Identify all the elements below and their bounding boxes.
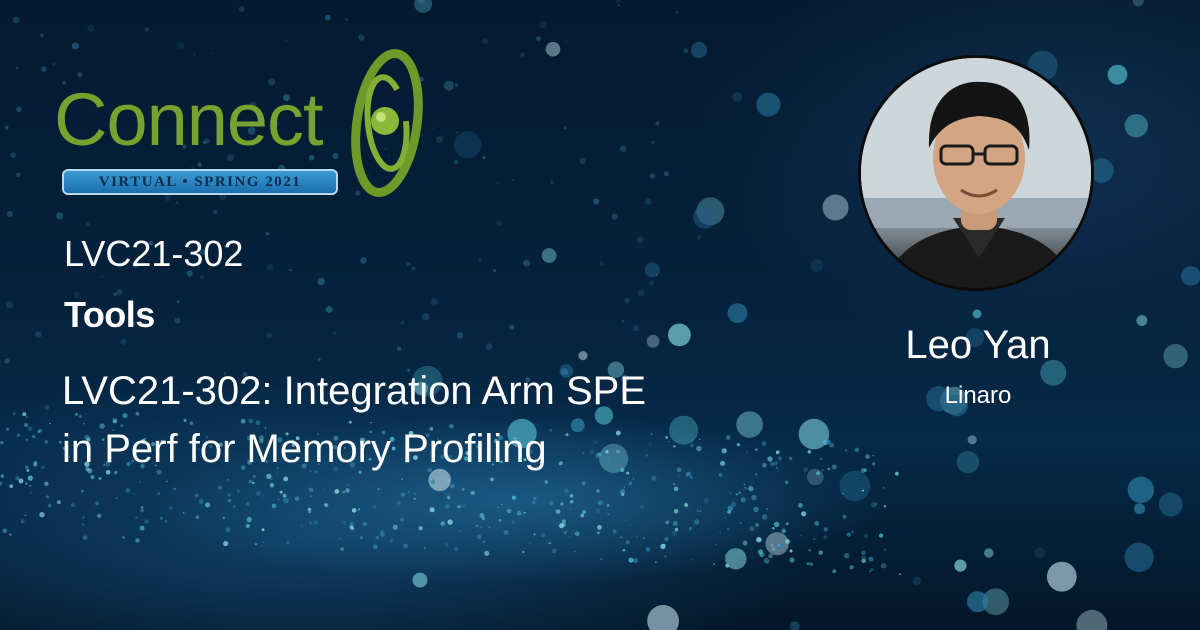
speaker-name: Leo Yan — [905, 323, 1051, 367]
logo-ring-icon — [351, 49, 423, 197]
connect-logo: Connect VIRTUAL • SPRING 2021 — [50, 45, 450, 205]
session-track: Tools — [64, 294, 155, 335]
logo-banner: VIRTUAL • SPRING 2021 — [62, 169, 338, 195]
speaker-photo-icon — [861, 58, 1091, 288]
logo-wordmark: Connect — [54, 78, 324, 161]
speaker-organization: Linaro — [944, 382, 1012, 409]
speaker-avatar — [858, 55, 1094, 291]
session-code: LVC21-302 — [64, 233, 244, 274]
talk-title: LVC21-302: Integration Arm SPE in Perf f… — [62, 369, 647, 471]
